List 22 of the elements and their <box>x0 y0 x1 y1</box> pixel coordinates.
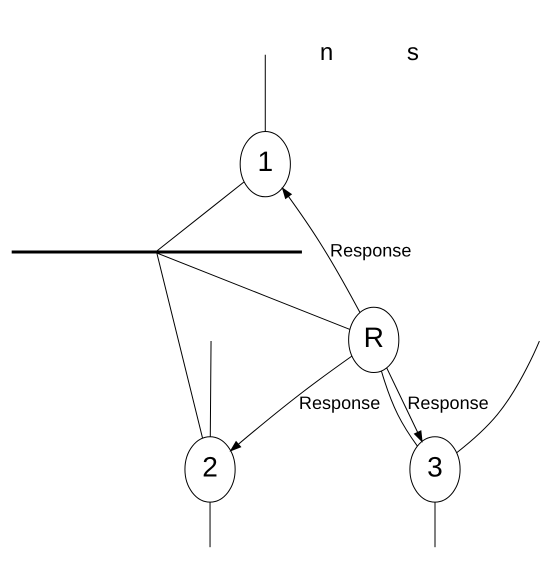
connector <box>156 252 350 330</box>
edge-label: Response <box>330 240 412 260</box>
connector <box>264 54 266 132</box>
node-ellipse: 2 <box>184 436 236 503</box>
label: s <box>406 38 419 66</box>
connector <box>156 182 244 252</box>
connector <box>380 370 418 446</box>
node-ellipse: R <box>348 306 400 374</box>
connector <box>210 502 211 548</box>
edge-label: Response <box>407 393 489 414</box>
arrow <box>386 368 423 443</box>
label: n <box>320 38 334 66</box>
node-ellipse: 3 <box>409 436 461 503</box>
connector <box>456 340 540 453</box>
node-bar <box>12 250 302 254</box>
arrow <box>282 187 360 313</box>
node-ellipse: 1 <box>240 130 291 198</box>
connector <box>156 253 203 438</box>
connector <box>434 502 436 548</box>
connector <box>210 340 212 437</box>
arrow <box>230 356 352 452</box>
edge-label: Response <box>298 393 380 414</box>
